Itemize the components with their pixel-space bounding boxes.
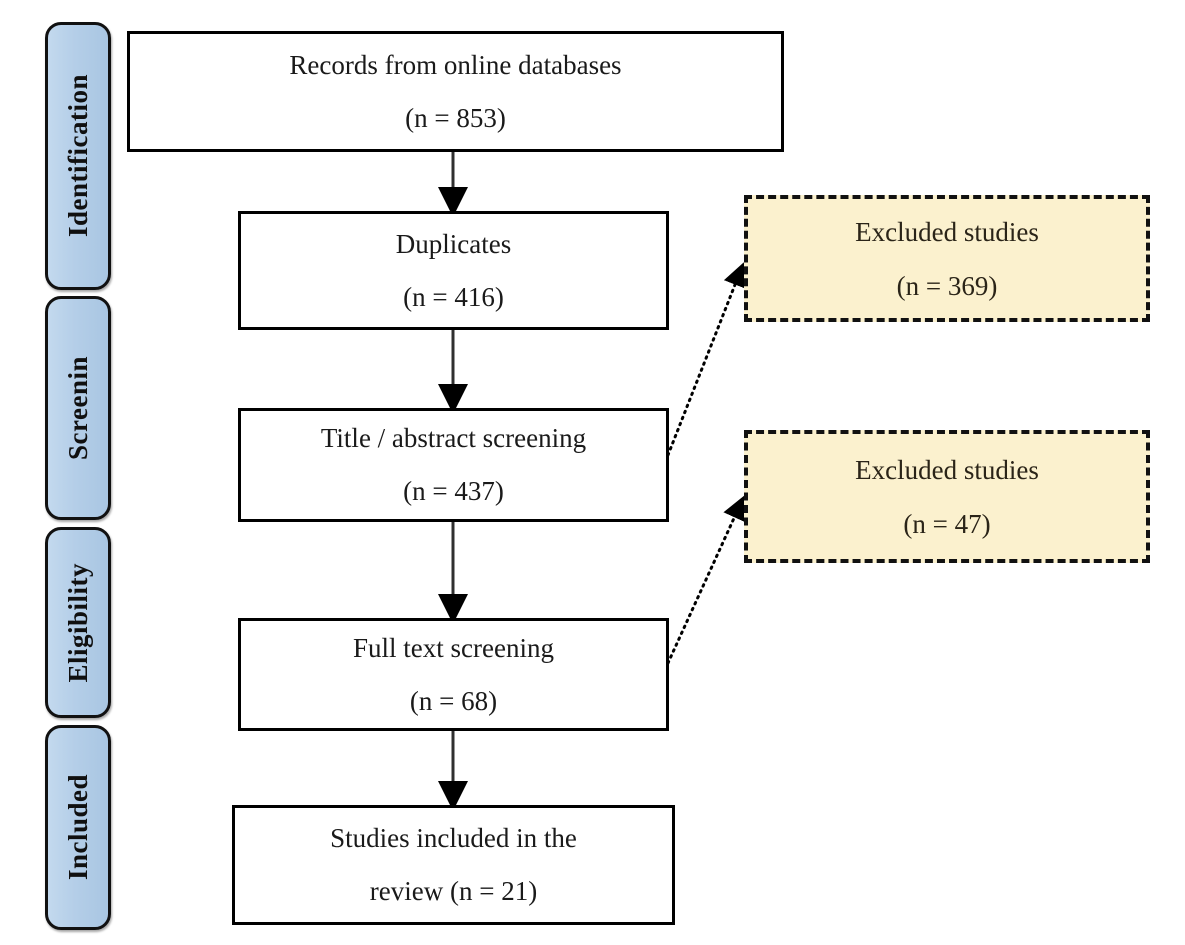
flow-box-full-text-screening-line1: Full text screening — [353, 632, 554, 663]
flow-box-title-abstract-screening[interactable]: Title / abstract screening (n = 437) — [238, 408, 669, 522]
flow-box-studies-included-line1: Studies included in the — [330, 823, 577, 854]
stage-tab-screening[interactable]: Screenin — [45, 296, 111, 520]
stage-tab-eligibility[interactable]: Eligibility — [45, 527, 111, 718]
excluded-box-369-line2: (n = 369) — [896, 270, 998, 301]
stage-tab-eligibility-label: Eligibility — [62, 562, 93, 683]
flow-box-full-text-screening[interactable]: Full text screening (n = 68) — [238, 618, 669, 731]
excluded-box-47-line1: Excluded studies — [855, 454, 1039, 485]
flow-box-full-text-screening-line2: (n = 68) — [409, 685, 498, 716]
flow-box-studies-included-line2: review (n = 21) — [369, 876, 538, 906]
flow-box-title-abstract-screening-line2: (n = 437) — [403, 476, 504, 506]
stage-tab-identification[interactable]: Identification — [45, 22, 111, 290]
stage-tab-identification-label: Identification — [62, 74, 93, 238]
flow-box-studies-included[interactable]: Studies included in the review (n = 21) — [232, 805, 675, 925]
stage-tab-included[interactable]: Included — [45, 725, 111, 930]
arrow-full-text-to-excluded-47 — [666, 495, 746, 665]
excluded-box-369-line1: Excluded studies — [855, 216, 1039, 247]
stage-tab-included-label: Included — [62, 774, 93, 881]
flow-box-duplicates-line2: (n = 416) — [403, 281, 504, 312]
flow-box-duplicates-line1: Duplicates — [395, 228, 512, 259]
flow-box-duplicates[interactable]: Duplicates (n = 416) — [238, 211, 669, 330]
flow-box-title-abstract-screening-line1: Title / abstract screening — [320, 423, 587, 454]
excluded-box-47[interactable]: Excluded studies (n = 47) — [744, 430, 1150, 563]
arrow-title-abstract-to-excluded-369 — [666, 262, 747, 457]
flow-box-records-line2: (n = 853) — [405, 102, 506, 133]
stage-tab-screening-label: Screenin — [62, 356, 93, 460]
flow-box-records-line1: Records from online databases — [289, 49, 622, 80]
excluded-box-369[interactable]: Excluded studies (n = 369) — [744, 195, 1150, 322]
excluded-box-47-line2: (n = 47) — [903, 508, 991, 539]
flow-box-records[interactable]: Records from online databases (n = 853) — [127, 31, 784, 152]
